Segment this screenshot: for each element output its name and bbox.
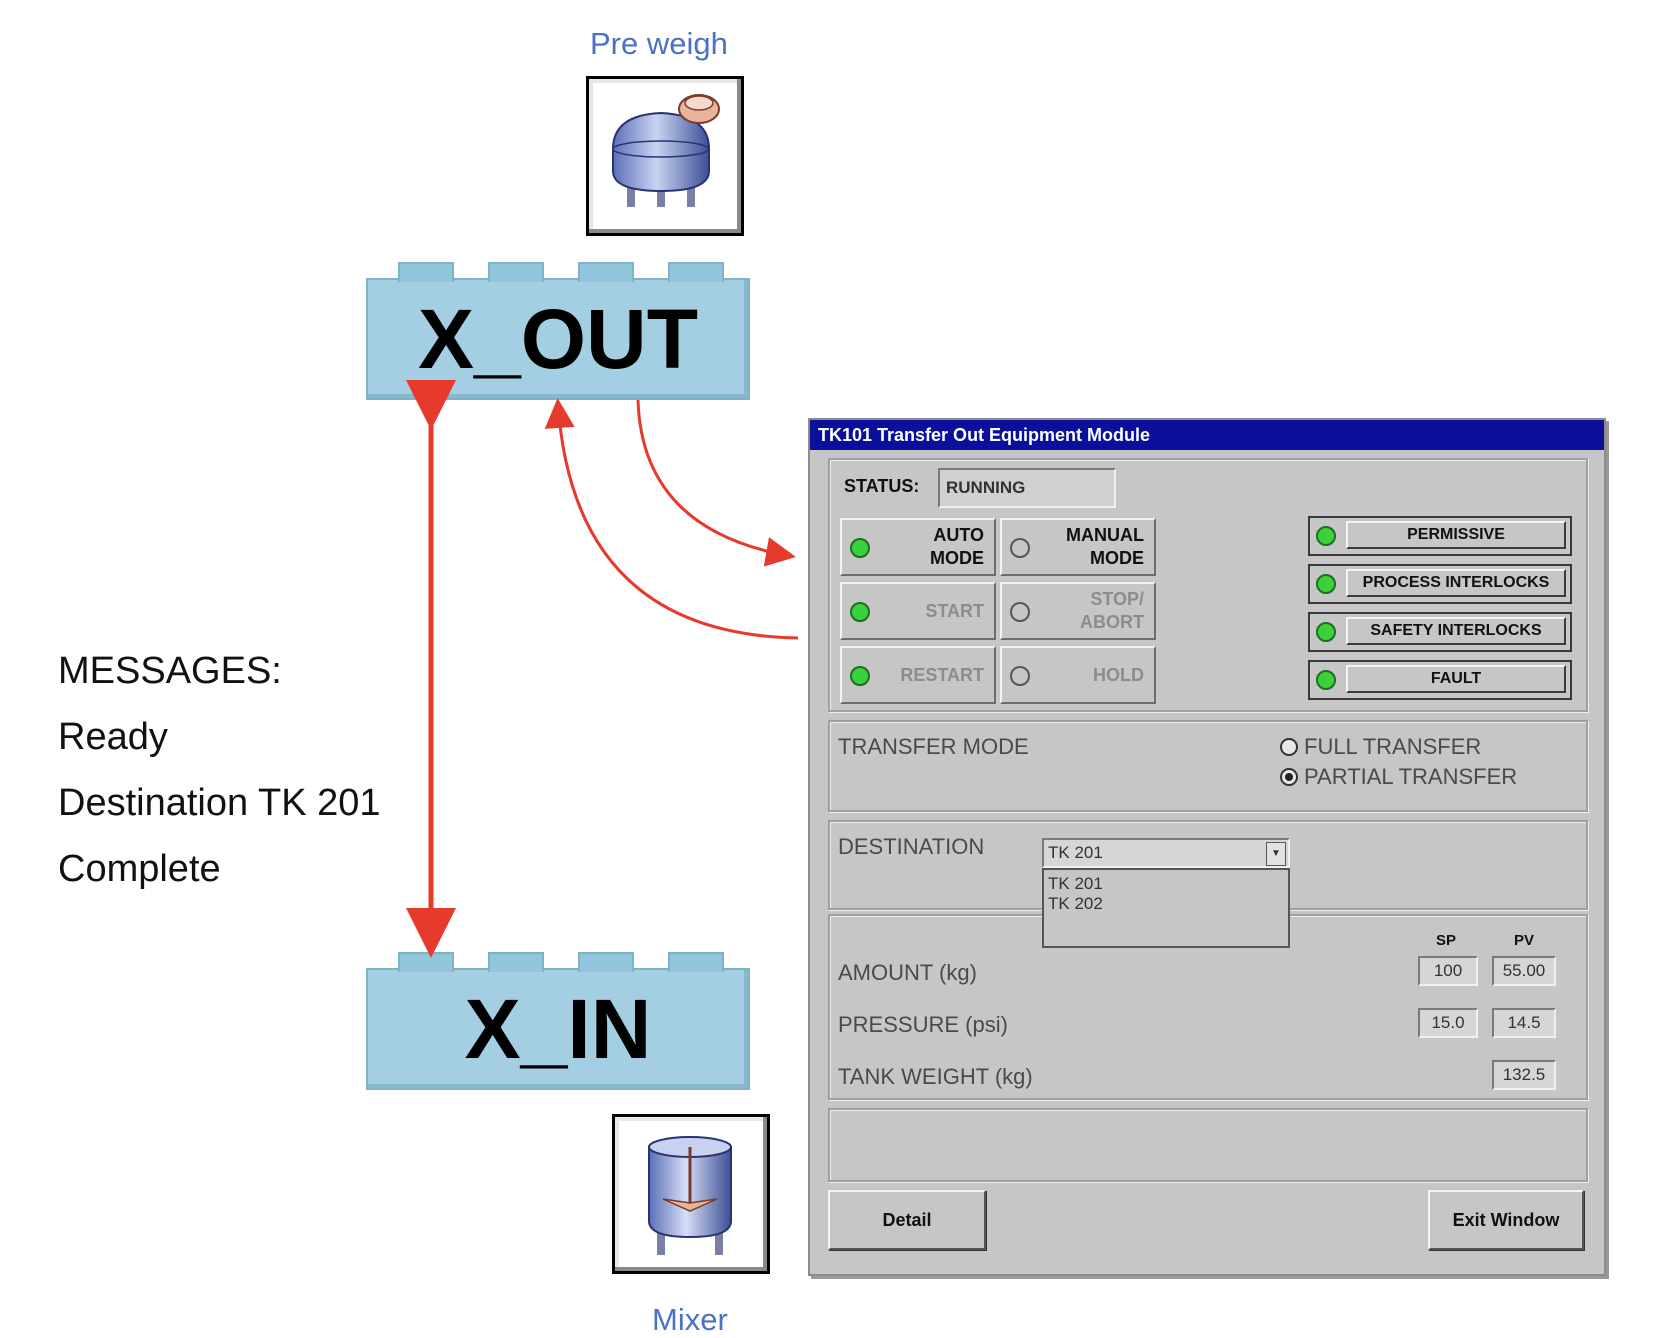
destination-option-tk201[interactable]: TK 201 bbox=[1048, 874, 1103, 893]
x-in-block[interactable]: X_IN bbox=[366, 952, 750, 1090]
start-label: START bbox=[925, 601, 984, 621]
amount-pv-field: 55.00 bbox=[1492, 956, 1556, 986]
mixer-icon bbox=[648, 1136, 732, 1255]
preweigh-tank-button[interactable] bbox=[586, 76, 744, 236]
stop-abort-button[interactable]: STOP/ABORT bbox=[1000, 582, 1156, 640]
status-return-arrow bbox=[544, 398, 799, 640]
permissive-label: PERMISSIVE bbox=[1346, 521, 1566, 549]
pv-header: PV bbox=[1514, 932, 1535, 949]
message-line-ready: Ready bbox=[58, 716, 168, 758]
hold-label: HOLD bbox=[1093, 665, 1144, 685]
amount-label: AMOUNT (kg) bbox=[838, 960, 977, 985]
dropdown-arrow-button[interactable]: ▼ bbox=[1266, 842, 1286, 866]
start-led bbox=[850, 602, 870, 622]
x-in-label: X_IN bbox=[464, 982, 652, 1076]
transfer-mode-label: TRANSFER MODE bbox=[838, 734, 1029, 759]
hold-button[interactable]: HOLD bbox=[1000, 646, 1156, 704]
destination-select[interactable]: TK 201 ▼ bbox=[1042, 838, 1290, 868]
full-transfer-label[interactable]: FULL TRANSFER bbox=[1304, 734, 1482, 759]
restart-label: RESTART bbox=[900, 665, 984, 685]
exit-window-button[interactable]: Exit Window bbox=[1428, 1190, 1584, 1250]
message-line-complete: Complete bbox=[58, 848, 221, 890]
restart-button[interactable]: RESTART bbox=[840, 646, 996, 704]
window-titlebar: TK101 Transfer Out Equipment Module bbox=[810, 420, 1604, 450]
manual-mode-led bbox=[1010, 538, 1030, 558]
x-out-label: X_OUT bbox=[417, 292, 699, 386]
restart-led bbox=[850, 666, 870, 686]
sp-header: SP bbox=[1436, 932, 1457, 949]
tank-weight-label: TANK WEIGHT (kg) bbox=[838, 1064, 1033, 1089]
process-interlocks-indicator: PROCESS INTERLOCKS bbox=[1308, 564, 1572, 604]
preweigh-caption: Pre weigh bbox=[590, 26, 728, 61]
stop-abort-label: STOP/ bbox=[1090, 589, 1144, 609]
message-line-destination: Destination TK 201 bbox=[58, 782, 381, 824]
transfer-mode-group: TRANSFER MODE FULL TRANSFER PARTIAL TRAN… bbox=[828, 720, 1588, 812]
pressure-sp-field[interactable]: 15.0 bbox=[1418, 1008, 1478, 1038]
safety-interlocks-label: SAFETY INTERLOCKS bbox=[1346, 617, 1566, 645]
process-interlocks-led bbox=[1316, 574, 1336, 594]
permissive-indicator: PERMISSIVE bbox=[1308, 516, 1572, 556]
mixer-button[interactable] bbox=[612, 1114, 770, 1274]
hold-led bbox=[1010, 666, 1030, 686]
partial-transfer-label[interactable]: PARTIAL TRANSFER bbox=[1304, 764, 1518, 789]
command-arrow bbox=[636, 399, 796, 567]
status-label: STATUS: bbox=[844, 476, 920, 496]
status-field: RUNNING bbox=[938, 468, 1116, 508]
safety-interlocks-indicator: SAFETY INTERLOCKS bbox=[1308, 612, 1572, 652]
fault-label: FAULT bbox=[1346, 665, 1566, 693]
auto-mode-led bbox=[850, 538, 870, 558]
pressure-label: PRESSURE (psi) bbox=[838, 1012, 1008, 1037]
process-interlocks-label: PROCESS INTERLOCKS bbox=[1346, 569, 1566, 597]
destination-label: DESTINATION bbox=[838, 834, 985, 859]
tank-icon bbox=[612, 94, 720, 207]
destination-selected-value: TK 201 bbox=[1048, 843, 1103, 862]
amount-sp-field[interactable]: 100 bbox=[1418, 956, 1478, 986]
fault-led bbox=[1316, 670, 1336, 690]
start-button[interactable]: START bbox=[840, 582, 996, 640]
pressure-pv-field: 14.5 bbox=[1492, 1008, 1556, 1038]
message-area bbox=[828, 1108, 1588, 1182]
destination-dropdown-list: TK 201 TK 202 bbox=[1042, 868, 1290, 948]
partial-transfer-radio[interactable] bbox=[1280, 768, 1298, 786]
tank-weight-pv-field: 132.5 bbox=[1492, 1060, 1556, 1090]
chevron-down-icon: ▼ bbox=[1271, 848, 1281, 859]
safety-interlocks-led bbox=[1316, 622, 1336, 642]
fault-indicator: FAULT bbox=[1308, 660, 1572, 700]
auto-mode-label: AUTO bbox=[933, 525, 984, 545]
stop-abort-led bbox=[1010, 602, 1030, 622]
detail-button[interactable]: Detail bbox=[828, 1190, 986, 1250]
full-transfer-radio[interactable] bbox=[1280, 738, 1298, 756]
manual-mode-label: MANUAL bbox=[1066, 525, 1144, 545]
destination-option-tk202[interactable]: TK 202 bbox=[1048, 894, 1103, 913]
mixer-caption: Mixer bbox=[652, 1302, 728, 1337]
messages-header: MESSAGES: bbox=[58, 650, 282, 692]
permissive-led bbox=[1316, 526, 1336, 546]
x-out-block[interactable]: X_OUT bbox=[366, 262, 750, 400]
equipment-module-window: TK101 Transfer Out Equipment Module STAT… bbox=[808, 418, 1606, 1276]
